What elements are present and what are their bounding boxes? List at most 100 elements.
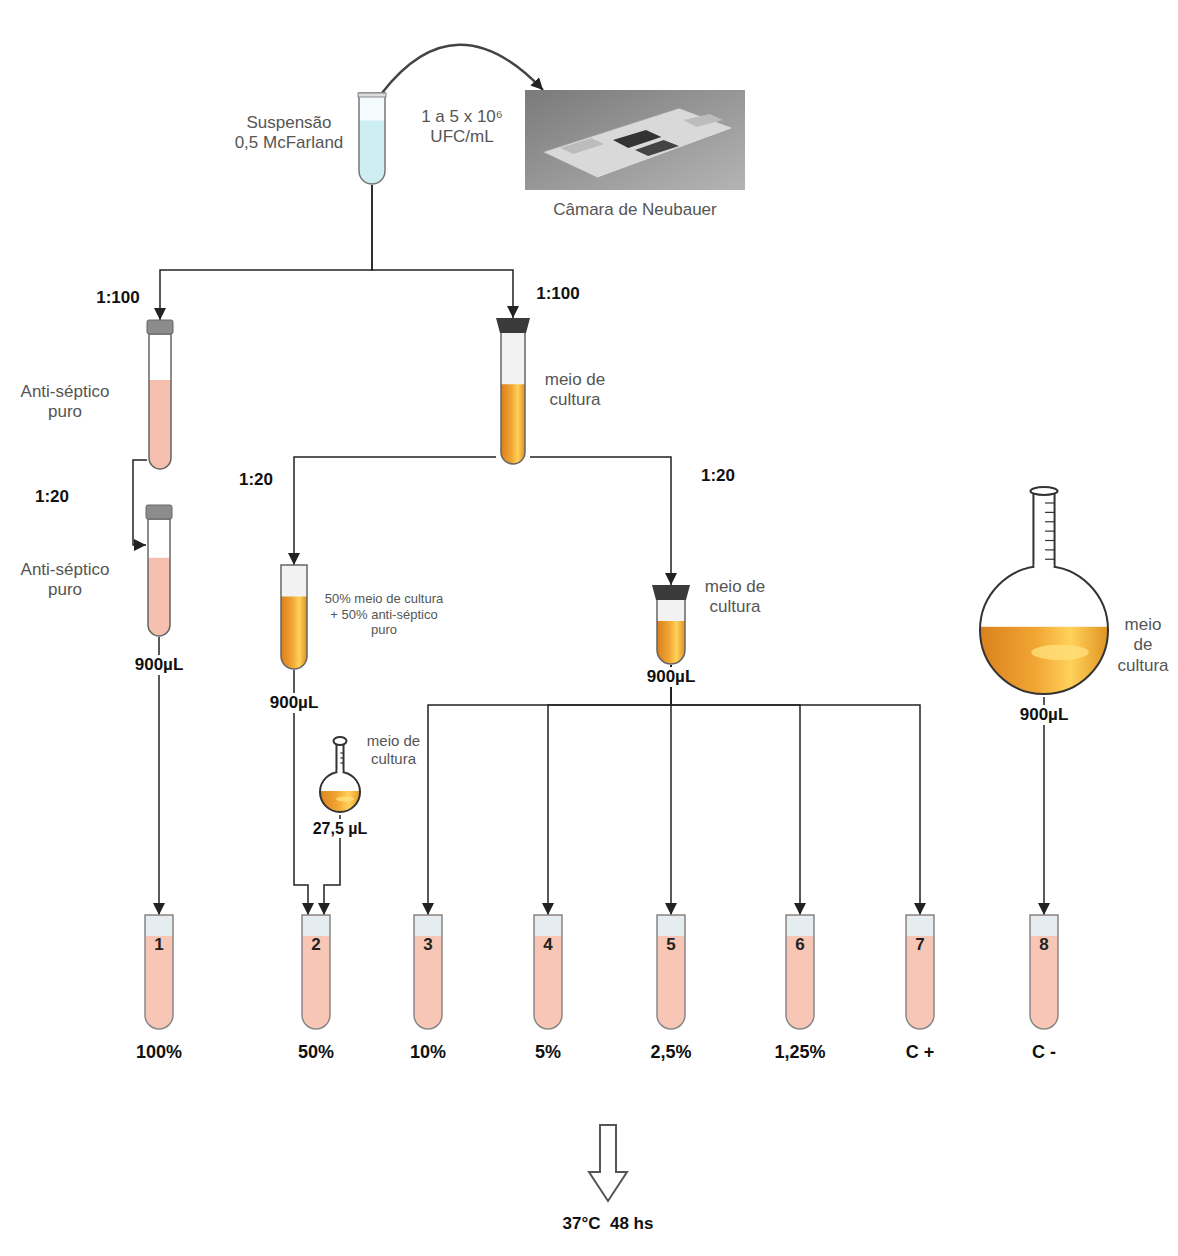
path-part (281, 597, 307, 670)
connector-arrow (160, 185, 372, 320)
tube-label: 10% (383, 1042, 473, 1064)
meio-illustration (652, 585, 690, 665)
path-part (359, 93, 385, 184)
path-part (149, 380, 171, 469)
ellipse-part (336, 797, 354, 802)
rect-part (1033, 491, 1054, 580)
tube-number: 3 (413, 935, 443, 955)
rect-part (658, 916, 685, 936)
path-part (302, 915, 330, 1029)
path-part (281, 565, 307, 669)
bottom-illustration (785, 915, 815, 1030)
test-tube: 250% (301, 915, 331, 1030)
antiseptic-tube: Anti-séptico puro900µL (146, 505, 172, 637)
neubauer-chamber: Câmara de Neubauer (525, 90, 745, 190)
culture-medium-flask: meio de cultura27,5 µL (318, 735, 362, 815)
line-part (340, 752, 343, 753)
path-part (359, 121, 385, 184)
polygon-part (652, 585, 690, 600)
antiseptic-tube: Anti-séptico puro (147, 320, 173, 470)
path-part (534, 915, 562, 1029)
rect-part (1031, 916, 1058, 936)
path-part (148, 558, 170, 636)
connector-arrow (294, 457, 496, 565)
anti-illustration (146, 505, 172, 637)
path-part (145, 915, 173, 1029)
line-part (340, 762, 343, 763)
tube-label: Suspensão 0,5 McFarland (233, 113, 345, 154)
rect-part (535, 916, 562, 936)
line-part (1045, 549, 1055, 550)
bottom-illustration (1029, 915, 1059, 1030)
test-tube: 310% (413, 915, 443, 1030)
tube-label: 50% meio de cultura + 50% anti-séptico p… (320, 591, 448, 638)
rect-part (147, 320, 173, 334)
rect-part (1034, 564, 1053, 570)
curved-arrow (382, 45, 543, 93)
tube-label: 27,5 µL (308, 819, 372, 838)
tube-label: meio de cultura (544, 370, 606, 411)
path-part (149, 334, 171, 469)
test-tube: 8C - (1029, 915, 1059, 1030)
tube-label: C + (875, 1042, 965, 1064)
rect-part (525, 90, 745, 190)
rect-part (907, 916, 934, 936)
tube-number: 8 (1029, 935, 1059, 955)
path-part (148, 519, 170, 636)
rect-part (337, 770, 342, 776)
line-part (340, 757, 343, 758)
circle-part (320, 772, 360, 812)
suspension-tube: Suspensão 0,5 McFarland1 a 5 x 10⁶ UFC/m… (358, 93, 386, 185)
tube-label: 1,25% (755, 1042, 845, 1064)
path-part (501, 332, 525, 464)
rect-part (358, 93, 386, 97)
path-part (501, 332, 525, 464)
tube-label: 100% (114, 1042, 204, 1064)
bottom-illustration (533, 915, 563, 1030)
mixture-tube: 50% meio de cultura + 50% anti-séptico p… (280, 565, 308, 670)
path-part (657, 915, 685, 1029)
incubation-arrow (589, 1125, 627, 1201)
path-part (1030, 915, 1058, 1029)
culture-medium-tube: meio de cultura (496, 318, 530, 465)
connector-arrow (372, 185, 513, 318)
line-part (1045, 521, 1055, 522)
rect-part (146, 916, 173, 936)
tube-label: meio de cultura (1113, 615, 1173, 676)
tube-label: C - (999, 1042, 1089, 1064)
path-part (501, 384, 525, 464)
tube-label: 900µL (1006, 705, 1082, 725)
polygon-part (635, 140, 679, 156)
ellipse-part (1031, 645, 1089, 660)
tube-label: Anti-séptico puro (10, 382, 120, 423)
flask-illustration (318, 735, 362, 815)
dilution-ratio: 1:20 (226, 470, 286, 490)
tube-label: meio de cultura (704, 577, 766, 618)
polygon-part (496, 318, 530, 333)
culture-medium-tube: meio de cultura900µL (652, 585, 690, 665)
bottom-illustration (301, 915, 331, 1030)
tube-number: 2 (301, 935, 331, 955)
path-part (906, 915, 934, 1029)
polygon-part (683, 114, 723, 127)
path-part (657, 621, 685, 664)
connector-arrow (1043, 697, 1045, 915)
line-part (1045, 559, 1055, 560)
tube-label: Anti-séptico puro (10, 560, 120, 601)
path-part (657, 599, 685, 664)
path-part (657, 915, 685, 1029)
path-part (534, 915, 562, 1029)
line-part (1045, 540, 1055, 541)
path-part (149, 334, 171, 469)
path-part (414, 915, 442, 1029)
tube-label: 1 a 5 x 10⁶ UFC/mL (400, 107, 524, 148)
connector-arrow (133, 460, 147, 545)
dilution-ratio: 1:100 (88, 288, 148, 308)
rect-part (146, 505, 172, 519)
tube-label: 900µL (633, 667, 709, 687)
tube-label: Câmara de Neubauer (525, 200, 745, 220)
test-tube: 61,25% (785, 915, 815, 1030)
connector-arrow (671, 665, 800, 915)
tube-label: 5% (503, 1042, 593, 1064)
